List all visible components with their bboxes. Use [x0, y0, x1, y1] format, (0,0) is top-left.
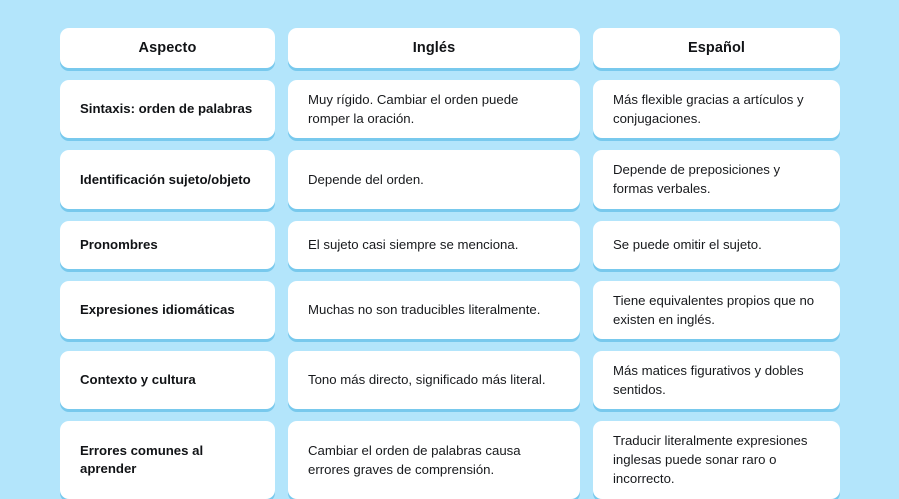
cell-spanish-text: Más flexible gracias a artículos y conju…: [613, 92, 804, 127]
cell-spanish-text: Se puede omitir el sujeto.: [613, 236, 762, 252]
cell-aspect: Errores comunes al aprender: [60, 421, 275, 499]
cell-english-text: Depende del orden.: [308, 171, 424, 187]
cell-spanish: Se puede omitir el sujeto.: [593, 220, 840, 269]
cell-spanish: Más flexible gracias a artículos y conju…: [593, 80, 840, 139]
cell-spanish-text: Más matices figurativos y dobles sentido…: [613, 362, 804, 397]
cell-aspect-text: Pronombres: [80, 236, 158, 252]
column-header-aspect-label: Aspecto: [138, 40, 197, 56]
cell-aspect: Pronombres: [60, 220, 275, 269]
table-row: Expresiones idiomáticas Muchas no son tr…: [60, 280, 840, 339]
table-row: Identificación sujeto/objeto Depende del…: [60, 150, 840, 209]
column-header-english-label: Inglés: [412, 40, 456, 56]
table-row: Errores comunes al aprender Cambiar el o…: [60, 421, 840, 499]
cell-spanish: Traducir literalmente expresiones ingles…: [593, 421, 840, 499]
cell-aspect-text: Errores comunes al aprender: [80, 443, 204, 476]
cell-aspect: Identificación sujeto/objeto: [60, 150, 275, 209]
cell-english: Cambiar el orden de palabras causa error…: [288, 421, 580, 499]
cell-english-text: El sujeto casi siempre se menciona.: [308, 236, 519, 252]
cell-aspect: Expresiones idiomáticas: [60, 280, 275, 339]
cell-english: Muy rígido. Cambiar el orden puede rompe…: [288, 80, 580, 139]
cell-english-text: Muy rígido. Cambiar el orden puede rompe…: [308, 92, 519, 127]
column-header-english: Inglés: [288, 28, 580, 68]
column-header-spanish: Español: [593, 28, 840, 68]
cell-spanish-text: Traducir literalmente expresiones ingles…: [613, 433, 808, 487]
table-row: Pronombres El sujeto casi siempre se men…: [60, 220, 840, 269]
cell-spanish: Más matices figurativos y dobles sentido…: [593, 350, 840, 410]
cell-spanish-text: Tiene equivalentes propios que no existe…: [613, 292, 815, 327]
cell-aspect-text: Sintaxis: orden de palabras: [80, 101, 253, 117]
cell-english: Muchas no son traducibles literalmente.: [288, 280, 580, 339]
cell-english: Depende del orden.: [288, 150, 580, 209]
cell-aspect-text: Expresiones idiomáticas: [80, 301, 235, 317]
cell-english: Tono más directo, significado más litera…: [288, 350, 580, 410]
cell-english-text: Tono más directo, significado más litera…: [308, 372, 546, 388]
cell-aspect-text: Identificación sujeto/objeto: [80, 171, 251, 187]
cell-aspect: Contexto y cultura: [60, 350, 275, 410]
cell-aspect-text: Contexto y cultura: [80, 372, 196, 388]
cell-aspect: Sintaxis: orden de palabras: [60, 80, 275, 139]
cell-spanish: Tiene equivalentes propios que no existe…: [593, 280, 840, 339]
column-header-aspect: Aspecto: [60, 28, 275, 68]
table-header-row: Aspecto Inglés Español: [60, 28, 840, 68]
comparison-table: Aspecto Inglés Español Sintaxis: orden d…: [60, 28, 840, 499]
cell-english: El sujeto casi siempre se menciona.: [288, 220, 580, 269]
cell-spanish: Depende de preposiciones y formas verbal…: [593, 150, 840, 209]
cell-english-text: Cambiar el orden de palabras causa error…: [308, 442, 521, 477]
table-row: Contexto y cultura Tono más directo, sig…: [60, 350, 840, 410]
column-header-spanish-label: Español: [687, 40, 746, 56]
cell-spanish-text: Depende de preposiciones y formas verbal…: [613, 162, 781, 197]
cell-english-text: Muchas no son traducibles literalmente.: [308, 302, 541, 318]
table-row: Sintaxis: orden de palabras Muy rígido. …: [60, 80, 840, 139]
